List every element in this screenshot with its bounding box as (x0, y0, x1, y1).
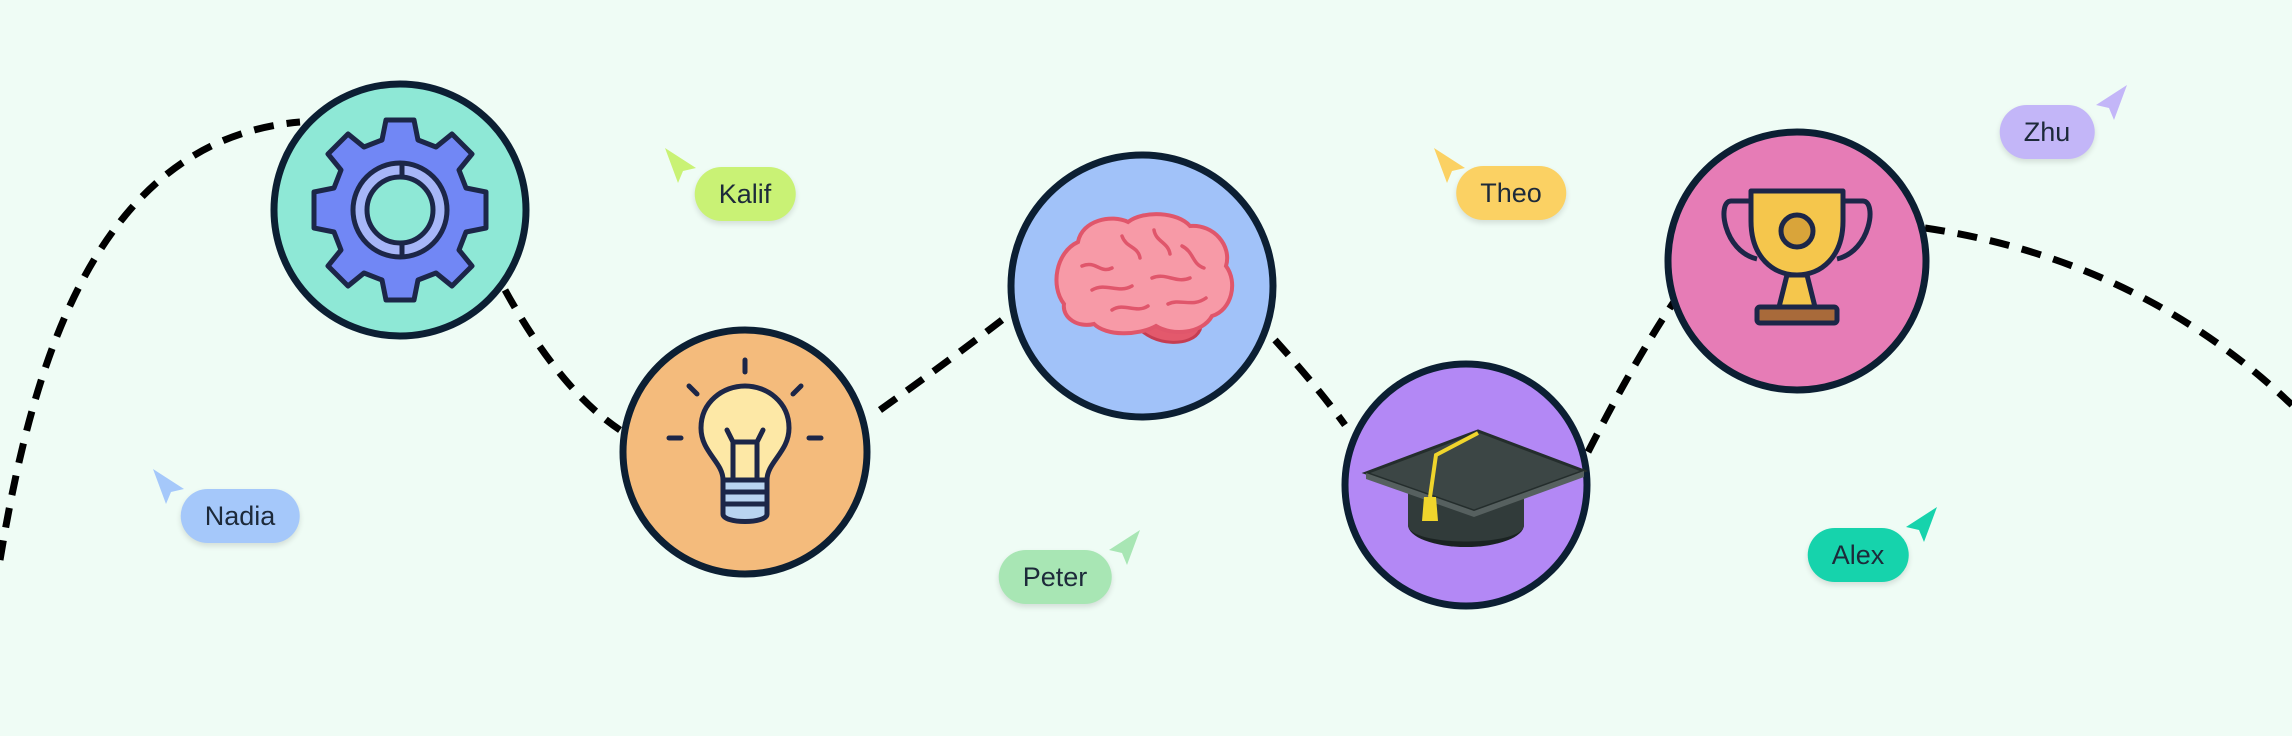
collaborator-tag-kalif: Kalif (694, 167, 796, 221)
collaborator-tag-theo: Theo (1456, 166, 1566, 220)
dashed-path (0, 118, 2292, 561)
milestone-brain[interactable] (1007, 151, 1277, 421)
brain-icon (1054, 212, 1235, 344)
cursor-zhu (2096, 85, 2127, 120)
collaborator-tag-peter: Peter (998, 550, 1112, 604)
cursor-nadia (153, 469, 184, 504)
milestone-lightbulb[interactable] (619, 326, 871, 578)
cursor-theo (1434, 148, 1465, 183)
cursor-kalif (665, 148, 696, 183)
milestone-graduation[interactable] (1341, 360, 1591, 610)
milestone-trophy[interactable] (1664, 128, 1930, 394)
trophy-icon (1721, 188, 1873, 326)
cursor-peter (1109, 530, 1140, 565)
lightbulb-icon (666, 357, 824, 524)
collaborator-tag-nadia: Nadia (180, 489, 300, 543)
collaborator-tag-zhu: Zhu (1999, 105, 2095, 159)
gear-icon (311, 117, 489, 303)
milestone-gear[interactable] (270, 80, 530, 340)
collaborator-tag-alex: Alex (1807, 528, 1909, 582)
graduation-cap-icon (1361, 429, 1589, 547)
cursor-alex (1906, 507, 1937, 542)
